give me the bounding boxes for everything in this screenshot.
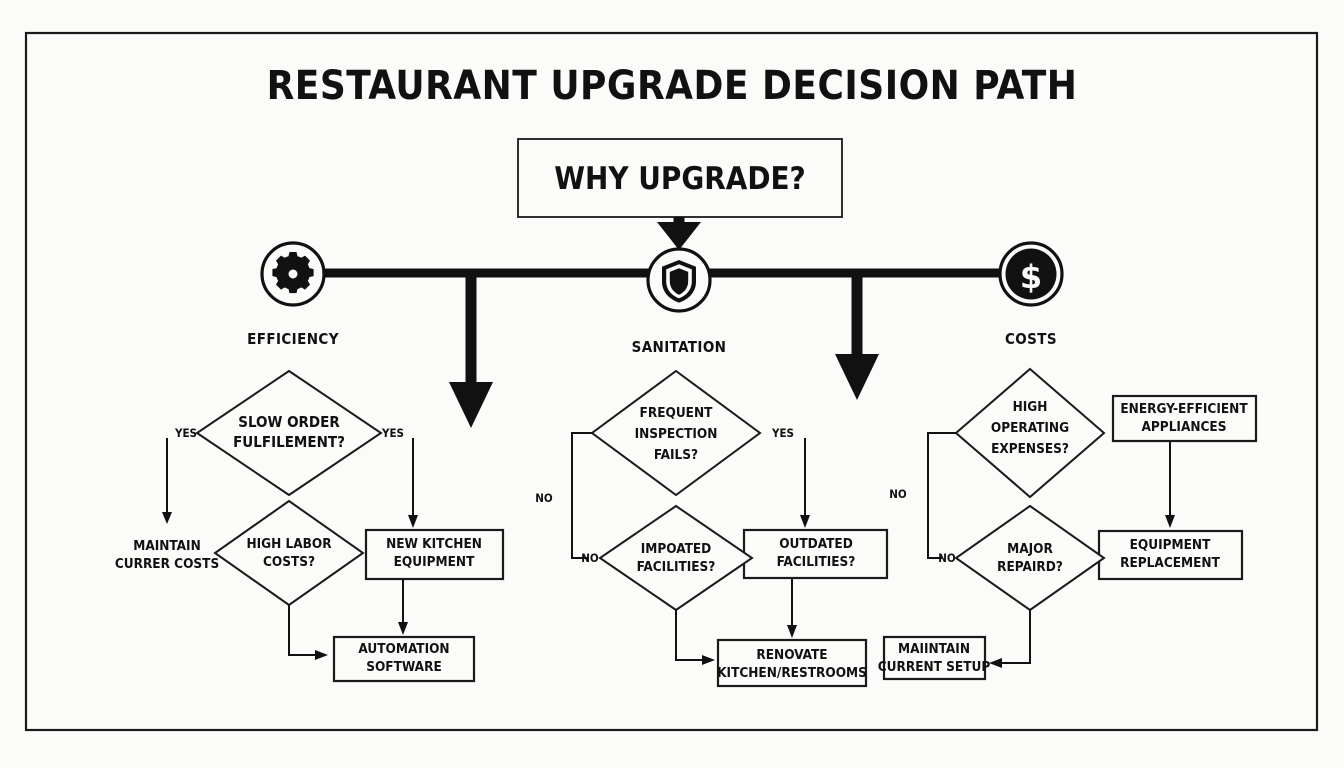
category-costs[interactable]: $ [998, 241, 1064, 307]
outcome-maintain-currer-costs-line1: MAINTAIN [133, 538, 201, 554]
outcome-new-kitchen-line1: NEW KITCHEN [386, 536, 482, 552]
decision-frequent-line2: INSPECTION [635, 426, 718, 442]
svg-text:$: $ [1020, 258, 1042, 296]
decision-high-labor-line1: HIGH LABOR [246, 536, 332, 552]
outcome-outdated-line2: FACILITIES? [777, 554, 856, 570]
dollar-icon-disc [1005, 248, 1057, 300]
category-label-sanitation: SANITATION [632, 338, 727, 356]
dollar-icon: $ [1020, 258, 1042, 296]
edge-new-kitchen-to-automation [398, 579, 408, 635]
outcome-equipment-line2: REPLACEMENT [1120, 555, 1220, 571]
outcome-renovate-line1: RENOVATE [756, 647, 827, 663]
edge-label-costs-no-outer: NO [889, 487, 907, 501]
decision-major-line2: REPAIRD? [997, 559, 1063, 575]
category-label-costs: COSTS [1005, 330, 1057, 348]
edge-high-labor-to-automation [288, 605, 328, 660]
edge-label-sanitation-no-outer: NO [535, 491, 553, 505]
edge-major-to-maintain [989, 610, 1031, 668]
outcome-equipment-line1: EQUIPMENT [1130, 537, 1211, 553]
outcome-energy-line2: APPLIANCES [1142, 419, 1227, 435]
category-label-efficiency: EFFICIENCY [247, 330, 339, 348]
decision-high-operating-line2: OPERATING [991, 420, 1069, 436]
outcome-new-kitchen-line2: EQUIPMENT [394, 554, 475, 570]
spine-down-arrow-left [449, 273, 493, 428]
outcome-energy-efficient-appliances[interactable] [1111, 394, 1258, 443]
edge-sanitation-no-bracket [571, 432, 592, 559]
decision-frequent-line1: FREQUENT [640, 405, 714, 421]
decision-impoated-line2: FACILITIES? [637, 559, 716, 575]
page-title: RESTAURANT UPGRADE DECISION PATH [267, 63, 1078, 109]
edge-efficiency-left [162, 438, 172, 524]
edge-impoated-to-renovate [675, 610, 715, 665]
outcome-automation-software[interactable] [332, 635, 476, 683]
decision-slow-order-line1: SLOW ORDER [238, 413, 340, 431]
outcome-maiintain-line2: CURRENT SETUP [878, 659, 991, 675]
root-node-label: WHY UPGRADE? [554, 161, 805, 197]
outcome-renovate-line2: KITCHEN/RESTROOMS [717, 665, 867, 681]
edge-efficiency-right [408, 438, 418, 528]
category-sanitation[interactable] [646, 247, 712, 313]
decision-major-line1: MAJOR [1007, 541, 1053, 557]
edge-label-efficiency-yes-right: YES [381, 426, 404, 440]
outcome-automation-line1: AUTOMATION [358, 641, 449, 657]
outcome-new-kitchen-equipment[interactable] [364, 528, 505, 581]
decision-frequent-line3: FAILS? [654, 447, 698, 463]
gear-icon [272, 252, 314, 294]
edge-costs-no-bracket [927, 432, 956, 559]
decision-high-operating-expenses[interactable] [954, 367, 1106, 499]
outcome-maiintain-line1: MAIINTAIN [898, 641, 970, 657]
edge-label-efficiency-yes-left: YES [174, 426, 197, 440]
outcome-energy-line1: ENERGY-EFFICIENT [1120, 401, 1248, 417]
decision-impoated-line1: IMPOATED [641, 541, 712, 557]
root-node-box[interactable] [517, 138, 843, 218]
edge-label-sanitation-no-inner: NO [581, 551, 599, 565]
edge-sanitation-yes [800, 438, 810, 528]
outcome-outdated-line1: OUTDATED [779, 536, 853, 552]
decision-frequent-inspection-fails[interactable] [590, 369, 762, 497]
outcome-outdated-facilities[interactable] [742, 528, 889, 580]
decision-high-labor-line2: COSTS? [263, 554, 315, 570]
outcome-renovate-kitchen-restrooms[interactable] [716, 638, 868, 688]
decision-high-operating-line3: EXPENSES? [991, 441, 1069, 457]
outcome-automation-line2: SOFTWARE [366, 659, 442, 675]
outcome-maiintain-current-setup[interactable] [882, 635, 987, 681]
edge-outdated-to-renovate [787, 578, 797, 638]
decision-high-operating-line1: HIGH [1013, 399, 1048, 415]
edge-label-sanitation-yes: YES [771, 426, 794, 440]
decision-slow-order-fulfilement[interactable] [195, 369, 383, 497]
decision-slow-order-line2: FULFILEMENT? [233, 433, 345, 451]
outcome-maintain-currer-costs-line2: CURRER COSTS [115, 556, 219, 572]
edge-energy-to-equipment [1165, 441, 1175, 528]
edge-label-costs-no-inner: NO [938, 551, 956, 565]
shield-icon [662, 260, 696, 303]
root-down-arrow [657, 217, 701, 250]
spine-down-arrow-right [835, 273, 879, 400]
category-efficiency[interactable] [260, 241, 326, 307]
